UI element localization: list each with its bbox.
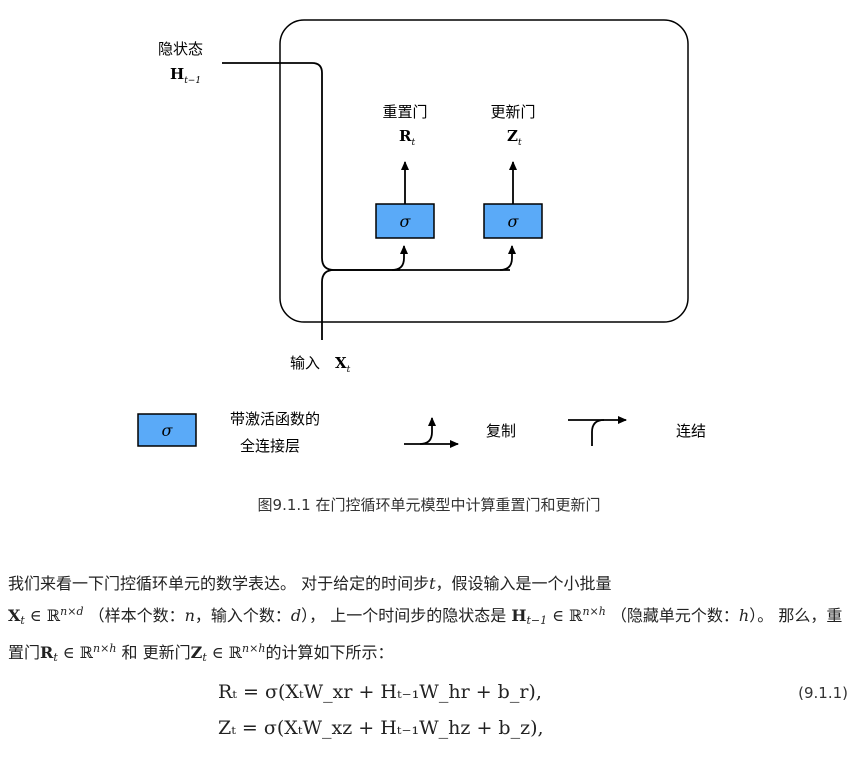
legend-copy-branch — [419, 417, 436, 445]
equation-update-gate: Zₜ = σ(XₜW_xz + Hₜ₋₁W_hz + b_z), — [218, 717, 544, 739]
legend-concat-label: 连结 — [676, 422, 706, 440]
reset-branch-line — [391, 245, 408, 271]
hidden-state-label: 隐状态 — [158, 40, 203, 58]
reset-gate-box — [375, 203, 435, 239]
equation-number: (9.1.1) — [798, 684, 848, 702]
legend-copy-label: 复制 — [486, 422, 516, 440]
reset-gate-symbol: Rt — [399, 127, 415, 148]
hidden-state-line — [222, 62, 400, 271]
legend-concat-branch — [591, 419, 605, 446]
gru-gate-diagram: σ σ 隐状态 Ht−1 重置门 Rt 更新门 Zt 输入 Xt σ 带激活函数… — [137, 19, 706, 455]
input-label: 输入 — [290, 354, 320, 372]
hidden-state-symbol: Ht−1 — [170, 65, 201, 86]
input-symbol: Xt — [335, 354, 351, 375]
input-line — [321, 269, 510, 340]
update-branch-line — [499, 245, 516, 271]
update-gate-label: 更新门 — [490, 103, 535, 121]
reset-gate-label: 重置门 — [382, 103, 427, 121]
reset-gate-sigma: σ — [400, 212, 412, 231]
legend-fc-label-line1: 带激活函数的 — [230, 410, 320, 428]
update-gate-symbol: Zt — [507, 127, 522, 148]
body-paragraph: 我们来看一下门控循环单元的数学表达。 对于给定的时间步t，假设输入是一个小批量 … — [8, 574, 843, 664]
figure-caption: 图9.1.1 在门控循环单元模型中计算重置门和更新门 — [257, 496, 601, 514]
update-gate-box — [483, 203, 543, 239]
gru-cell-frame — [279, 19, 689, 323]
legend-fc-sigma: σ — [162, 421, 174, 440]
equation-reset-gate: Rₜ = σ(XₜW_xr + Hₜ₋₁W_hr + b_r), — [218, 681, 542, 703]
legend-fc-label-line2: 全连接层 — [240, 437, 300, 455]
update-gate-sigma: σ — [508, 212, 520, 231]
legend-fc-box — [137, 413, 197, 447]
